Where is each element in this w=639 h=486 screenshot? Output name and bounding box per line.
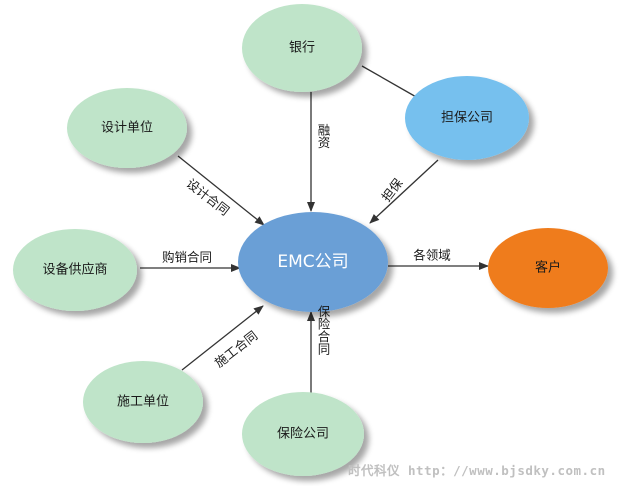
guarantee-arrow	[369, 159, 439, 224]
node-insurer	[242, 392, 364, 476]
node-bank-label: 银行	[289, 41, 315, 56]
node-guarantee-label: 担保公司	[441, 111, 493, 126]
design-contract-arrow	[177, 155, 265, 226]
watermark-text: 时代科仪 http：//www.bjsdky.com.cn	[348, 463, 606, 478]
node-insurer-label: 保险公司	[277, 427, 329, 442]
node-hub	[238, 212, 388, 312]
node-builder-label: 施工单位	[117, 395, 169, 410]
node-designer	[67, 88, 187, 168]
node-supplier	[13, 229, 137, 311]
edge-label-design-contract: 设计合同	[184, 176, 233, 219]
construction-contract-arrow	[181, 305, 264, 371]
connectors	[140, 65, 489, 400]
node-hub-label: EMC公司	[277, 252, 348, 272]
edge-label-purchase-contract: 购销合同	[162, 250, 212, 265]
node-client-label: 客户	[535, 260, 561, 276]
node-supplier-label: 设备供应商	[42, 262, 107, 278]
edge-label-insurance-contract: 保险合同	[316, 305, 331, 356]
bank-guarantee-line	[361, 65, 419, 99]
node-designer-label: 设计单位	[101, 121, 153, 136]
node-bank	[242, 4, 362, 92]
edge-label-guarantee: 担保	[378, 175, 406, 204]
node-guarantee	[405, 76, 529, 160]
edge-label-financing: 融资	[316, 124, 331, 150]
edge-label-fields: 各领域	[413, 248, 451, 263]
node-builder	[83, 361, 203, 443]
edge-label-construction-contract: 施工合同	[212, 328, 261, 371]
node-client	[488, 228, 608, 308]
